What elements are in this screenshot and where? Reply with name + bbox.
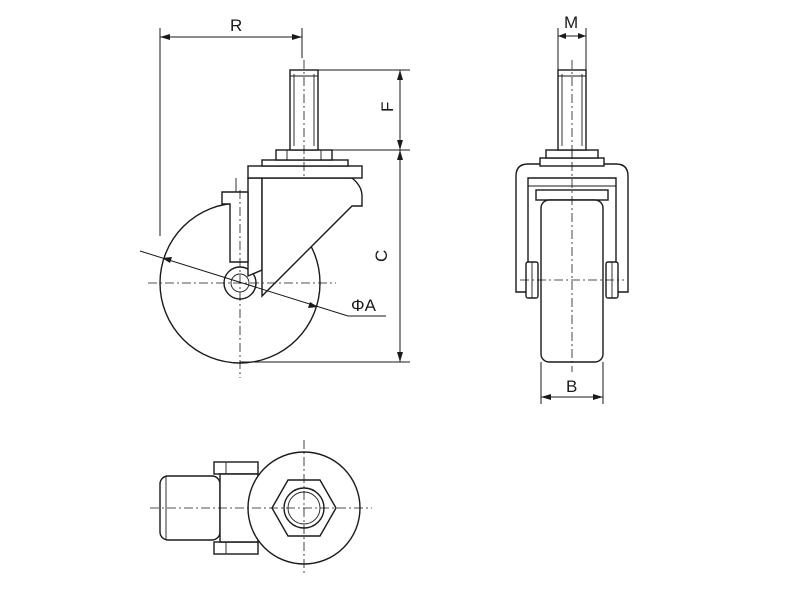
top-view xyxy=(150,440,372,576)
top-tab-upper xyxy=(213,461,259,475)
front-view: M B xyxy=(515,13,629,404)
dim-c-label: C xyxy=(372,250,391,262)
dim-m-arrow-right xyxy=(578,33,586,39)
dim-r-arrow-left xyxy=(160,34,170,40)
dim-b-arrow-right xyxy=(593,394,603,400)
side-brake-tab xyxy=(221,191,249,263)
dim-f-arrow-bottom xyxy=(397,140,403,150)
dim-r-label: R xyxy=(230,16,242,35)
dim-b-label: B xyxy=(566,377,577,396)
side-fork-leg xyxy=(247,177,263,278)
dim-a-arrow-left xyxy=(162,257,172,263)
dim-m-arrow-left xyxy=(558,33,566,39)
dim-m-label: M xyxy=(564,13,578,32)
dim-f-arrow-top xyxy=(397,70,403,80)
dim-a-arrow-right xyxy=(308,302,318,308)
dim-c-arrow-bottom xyxy=(397,352,403,362)
dim-b-arrow-left xyxy=(541,394,551,400)
dim-c-arrow-top xyxy=(397,150,403,160)
dim-a-label: ΦA xyxy=(351,296,377,315)
side-view: R ΦA F C xyxy=(139,16,410,378)
dim-r-arrow-right xyxy=(292,34,302,40)
top-tab-lower xyxy=(213,541,259,555)
side-fork-body xyxy=(261,177,363,298)
side-top-plate-2 xyxy=(261,159,349,167)
side-top-plate xyxy=(247,165,363,179)
dim-f-label: F xyxy=(378,102,397,112)
